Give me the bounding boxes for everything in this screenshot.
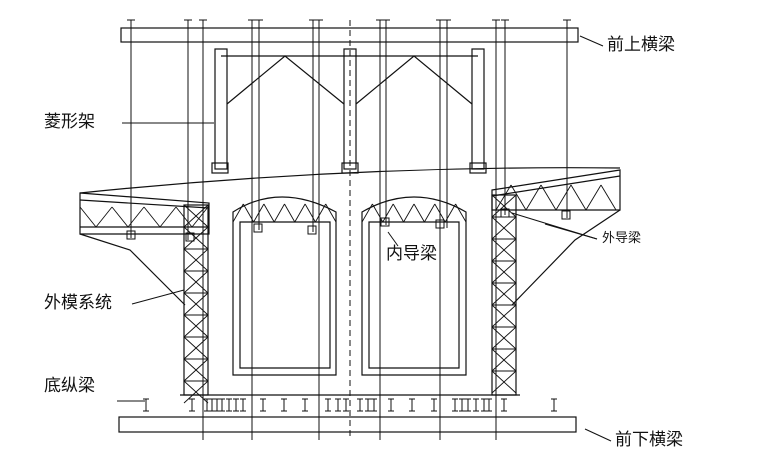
truss-web [455, 203, 467, 223]
leader-front-lower-beam [584, 428, 612, 442]
truss-web [143, 206, 161, 228]
truss-web [491, 260, 517, 284]
truss-web [95, 206, 113, 228]
truss-web [424, 203, 436, 223]
rhombic-frame-foot-left [211, 162, 229, 174]
truss-web [183, 292, 209, 316]
truss-web [253, 203, 265, 223]
truss-web [294, 203, 306, 223]
truss-web [540, 184, 557, 211]
leader-front-upper-beam [579, 35, 604, 47]
right-strut [511, 209, 621, 306]
truss-web [491, 282, 517, 306]
hanger-clamp [253, 223, 263, 233]
hanger-clamp [126, 230, 136, 240]
truss-web [444, 203, 456, 223]
truss-web [325, 203, 337, 223]
truss-web [183, 226, 209, 250]
truss-web [304, 203, 316, 223]
leader-inner-guide-beam [387, 231, 399, 247]
hanger-clamp [307, 225, 317, 235]
truss-web [403, 203, 415, 223]
truss-web [555, 184, 572, 211]
front-lower-beam [118, 416, 577, 433]
truss-web [315, 203, 327, 223]
truss-web [127, 206, 145, 228]
truss-web [570, 184, 587, 211]
truss-web [183, 314, 209, 338]
truss-web [434, 203, 446, 223]
truss-web [183, 248, 209, 272]
truss-web [392, 203, 404, 223]
label-bottom-longitudinal-beam: 底纵梁 [44, 376, 95, 396]
truss-web [232, 203, 244, 223]
truss-web [525, 184, 542, 211]
label-inner-guide-beam: 内导梁 [386, 244, 437, 264]
outer-guide-beam-left [79, 192, 210, 235]
label-rhombic-frame: 菱形架 [44, 112, 95, 132]
truss-web [183, 204, 209, 228]
hanger-rods [126, 19, 571, 440]
inner-form-left [232, 196, 337, 376]
label-front-lower-beam: 前下横梁 [615, 430, 683, 450]
truss-web [491, 370, 517, 394]
truss-web [183, 336, 209, 360]
rhombic-frame-brace-left [226, 55, 345, 105]
truss-web [491, 304, 517, 328]
rhombic-frame-brace-right [355, 55, 473, 105]
truss-web [183, 270, 209, 294]
leader-lines [117, 35, 612, 442]
truss-web [175, 206, 193, 228]
truss-web [242, 203, 254, 223]
truss-web [510, 184, 527, 211]
truss-web [361, 203, 373, 223]
truss-web [263, 203, 275, 223]
leader-outer-guide-beam-b [511, 212, 598, 240]
truss-web [413, 203, 425, 223]
truss-web [600, 184, 617, 211]
truss-web [491, 194, 517, 218]
truss-web [491, 326, 517, 350]
truss-web [495, 184, 512, 211]
truss-web [273, 203, 285, 223]
rhombic-frame-post-right [471, 48, 485, 170]
truss-web [491, 216, 517, 240]
label-outer-guide-beam: 外导梁 [602, 231, 642, 246]
inner-cavity-left [239, 221, 331, 369]
hanger-clamp [561, 210, 571, 220]
rhombic-frame-post-left [214, 48, 228, 170]
label-front-upper-beam: 前上横梁 [607, 35, 675, 55]
outer-guide-beam-right [491, 169, 621, 211]
truss-web [491, 348, 517, 372]
truss-web [372, 203, 384, 223]
truss-web [284, 203, 296, 223]
hanger-clamp [435, 219, 445, 229]
truss-web [79, 206, 97, 228]
truss-web [491, 238, 517, 262]
truss-web [382, 203, 394, 223]
truss-web [585, 184, 602, 211]
inner-form-right [361, 196, 467, 376]
truss-web [183, 358, 209, 382]
left-strut [79, 233, 186, 306]
leader-outer-form-system [131, 289, 185, 305]
label-outer-form-system: 外模系统 [44, 293, 112, 313]
truss-web [111, 206, 129, 228]
truss-web [191, 206, 209, 228]
truss-webs [79, 184, 617, 404]
inner-cavity-right [368, 221, 460, 369]
bottom-longitudinal-beams [143, 398, 557, 412]
rhombic-frame-post-center [343, 48, 357, 170]
right-truss-chord [491, 175, 621, 197]
truss-web [159, 206, 177, 228]
truss-web [183, 380, 209, 404]
